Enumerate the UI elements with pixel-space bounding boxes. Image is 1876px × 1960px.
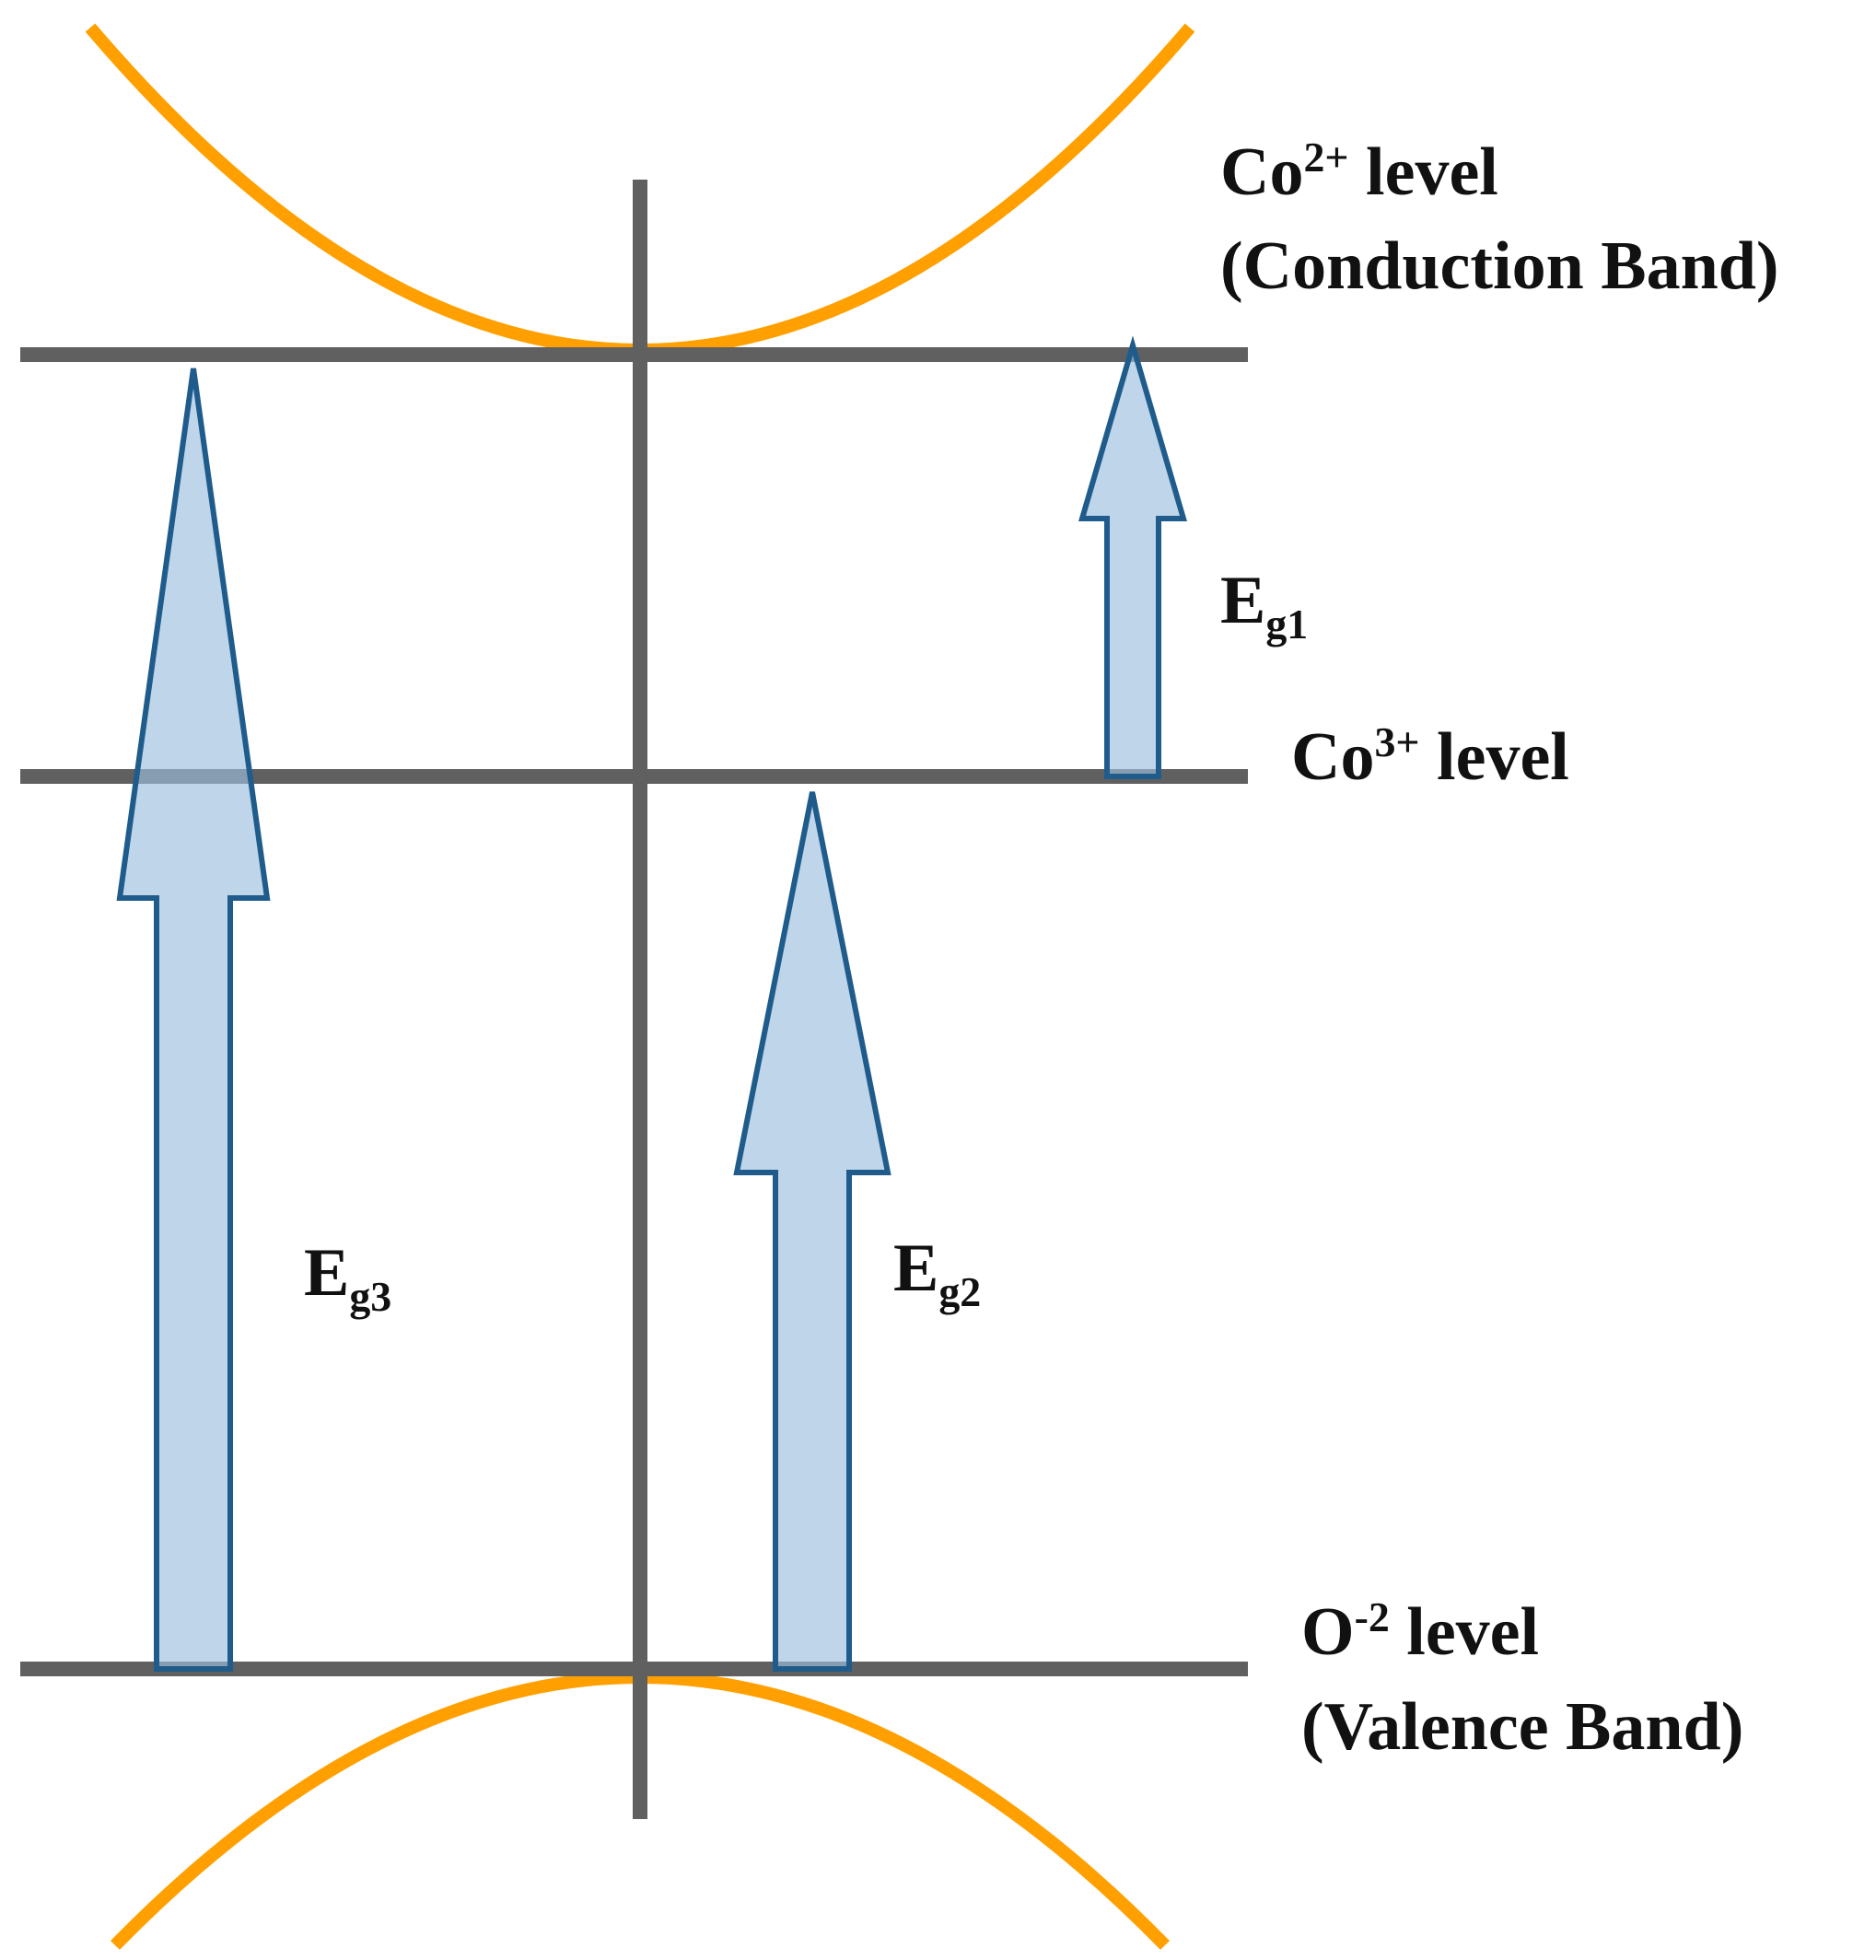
eg1-base: E: [1220, 563, 1266, 638]
eg3-base: E: [304, 1235, 350, 1311]
eg1-sub: g1: [1265, 601, 1309, 648]
eg1-label: Eg1: [1220, 563, 1308, 646]
valence-charge: -2: [1354, 1592, 1390, 1640]
conduction-level-label: Co2+ level: [1220, 135, 1498, 206]
valence-suffix: level: [1389, 1594, 1540, 1670]
co3-charge: 3+: [1374, 718, 1420, 765]
eg3-label: Eg3: [304, 1239, 391, 1318]
eg2-arrow: [733, 791, 891, 1672]
co3-species: Co: [1291, 719, 1375, 795]
eg2-label: Eg2: [893, 1234, 981, 1313]
eg3-sub: g3: [349, 1273, 392, 1321]
conduction-band-label: (Conduction Band): [1220, 228, 1779, 304]
valence-band-label: (Valence Band): [1301, 1689, 1744, 1765]
co3-level-label: Co3+ level: [1291, 720, 1569, 791]
conduction-species: Co: [1220, 134, 1304, 210]
eg2-base: E: [893, 1231, 939, 1306]
valence-species: O: [1301, 1594, 1355, 1670]
conduction-charge: 2+: [1303, 133, 1349, 181]
conduction-suffix: level: [1348, 134, 1498, 210]
eg1-arrow: [1078, 335, 1188, 779]
valence-level-label: O-2 level: [1301, 1595, 1539, 1666]
co3-suffix: level: [1419, 719, 1569, 795]
eg3-arrow: [116, 368, 271, 1672]
eg2-sub: g2: [938, 1268, 982, 1316]
